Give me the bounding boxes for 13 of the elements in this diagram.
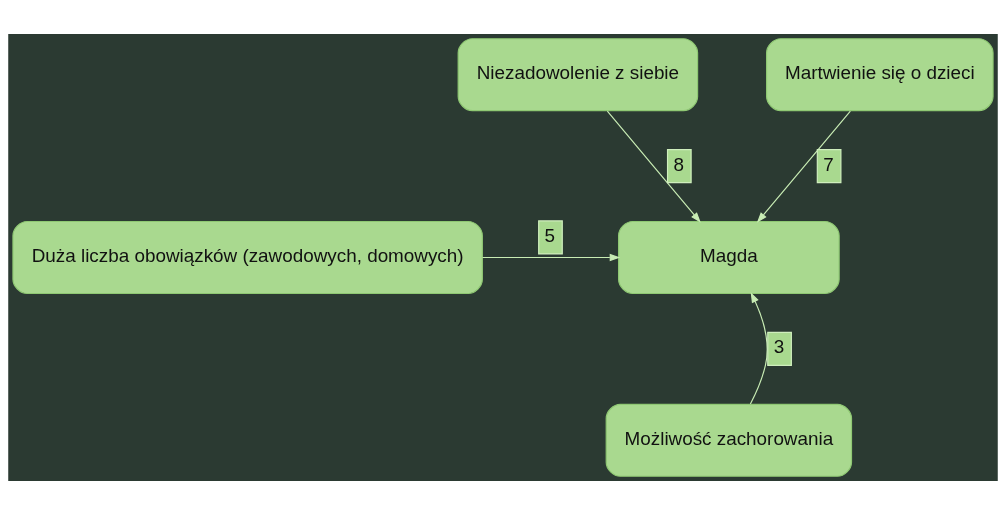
arrow [606, 110, 701, 223]
node-box: Martwienie się o dzieci [766, 37, 994, 111]
node-box: Możliwość zachorowania [605, 403, 853, 477]
arrow [482, 253, 621, 261]
node-box: Duża liczba obowiązków (zawodowych, domowych) [12, 220, 483, 294]
node-box: Niezadowolenie z siebie [457, 37, 699, 111]
edge-label: 3 [773, 335, 785, 357]
node-box: Magda [618, 220, 840, 294]
edge-label: 5 [544, 224, 556, 246]
arrow [749, 291, 768, 405]
edge-label: 8 [673, 153, 684, 175]
arrow [756, 110, 851, 223]
edge-label: 7 [823, 153, 834, 175]
